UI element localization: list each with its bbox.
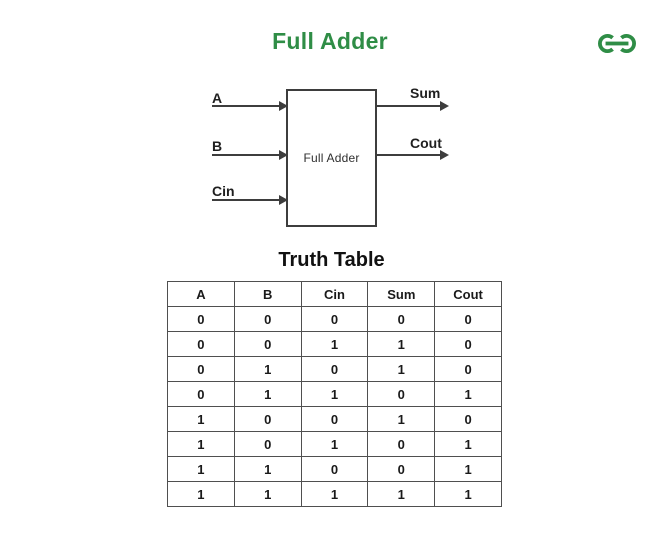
table-cell: 1 bbox=[434, 381, 502, 407]
table-cell: 1 bbox=[167, 431, 235, 457]
table-cell: 0 bbox=[367, 381, 436, 407]
table-cell: 1 bbox=[233, 356, 302, 382]
truth-table: A B Cin Sum Cout 0 0 0 0 0 0 0 1 1 0 bbox=[167, 281, 502, 507]
table-cell: 1 bbox=[167, 481, 235, 507]
table-row: 1 0 0 1 0 bbox=[167, 406, 502, 432]
table-cell: 1 bbox=[300, 331, 369, 357]
input-arrow-a-icon bbox=[212, 101, 288, 111]
column-header-cin: Cin bbox=[300, 281, 369, 307]
full-adder-block: Full Adder bbox=[286, 89, 377, 227]
table-header-row: A B Cin Sum Cout bbox=[167, 281, 502, 307]
table-cell: 1 bbox=[434, 456, 502, 482]
table-row: 0 1 0 1 0 bbox=[167, 356, 502, 382]
column-header-b: B bbox=[233, 281, 302, 307]
output-arrow-cout-icon bbox=[375, 150, 449, 160]
table-cell: 1 bbox=[367, 481, 436, 507]
column-header-a: A bbox=[167, 281, 235, 307]
table-cell: 0 bbox=[233, 406, 302, 432]
output-arrow-sum-icon bbox=[375, 101, 449, 111]
table-cell: 0 bbox=[300, 356, 369, 382]
table-row: 1 1 0 0 1 bbox=[167, 456, 502, 482]
table-cell: 0 bbox=[300, 456, 369, 482]
output-label-cout: Cout bbox=[410, 135, 442, 151]
table-cell: 0 bbox=[434, 306, 502, 332]
output-label-sum: Sum bbox=[410, 85, 441, 101]
table-row: 0 0 1 1 0 bbox=[167, 331, 502, 357]
table-cell: 1 bbox=[367, 406, 436, 432]
column-header-sum: Sum bbox=[367, 281, 436, 307]
input-label-cin: Cin bbox=[212, 183, 235, 199]
table-cell: 1 bbox=[167, 456, 235, 482]
table-cell: 1 bbox=[300, 381, 369, 407]
table-cell: 0 bbox=[300, 306, 369, 332]
table-cell: 1 bbox=[233, 381, 302, 407]
input-label-a: A bbox=[212, 90, 223, 106]
table-cell: 0 bbox=[434, 331, 502, 357]
table-cell: 0 bbox=[233, 331, 302, 357]
table-cell: 0 bbox=[233, 431, 302, 457]
table-cell: 1 bbox=[367, 331, 436, 357]
table-cell: 0 bbox=[367, 431, 436, 457]
table-cell: 1 bbox=[434, 431, 502, 457]
table-cell: 0 bbox=[300, 406, 369, 432]
table-row: 0 0 0 0 0 bbox=[167, 306, 502, 332]
table-cell: 0 bbox=[434, 356, 502, 382]
table-cell: 1 bbox=[367, 356, 436, 382]
table-row: 1 0 1 0 1 bbox=[167, 431, 502, 457]
truth-table-heading: Truth Table bbox=[278, 249, 385, 271]
input-arrow-b-icon bbox=[212, 150, 288, 160]
table-cell: 0 bbox=[367, 306, 436, 332]
table-cell: 1 bbox=[233, 456, 302, 482]
table-cell: 1 bbox=[300, 481, 369, 507]
table-cell: 0 bbox=[434, 406, 502, 432]
table-row: 0 1 1 0 1 bbox=[167, 381, 502, 407]
table-cell: 1 bbox=[300, 431, 369, 457]
table-cell: 0 bbox=[167, 356, 235, 382]
table-cell: 1 bbox=[434, 481, 502, 507]
geeksforgeeks-logo-icon bbox=[596, 31, 638, 56]
input-label-b: B bbox=[212, 138, 223, 154]
full-adder-block-label: Full Adder bbox=[303, 151, 360, 165]
table-cell: 0 bbox=[233, 306, 302, 332]
input-arrow-cin-icon bbox=[212, 195, 288, 205]
column-header-cout: Cout bbox=[434, 281, 502, 307]
table-cell: 0 bbox=[367, 456, 436, 482]
table-cell: 1 bbox=[167, 406, 235, 432]
page-title: Full Adder bbox=[272, 28, 388, 54]
table-cell: 0 bbox=[167, 381, 235, 407]
table-cell: 0 bbox=[167, 306, 235, 332]
table-row: 1 1 1 1 1 bbox=[167, 481, 502, 507]
table-cell: 0 bbox=[167, 331, 235, 357]
table-cell: 1 bbox=[233, 481, 302, 507]
